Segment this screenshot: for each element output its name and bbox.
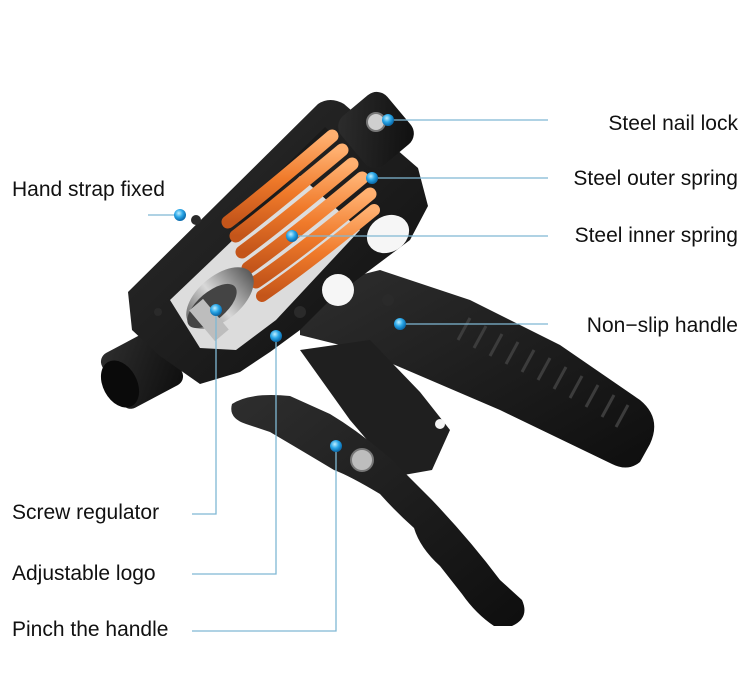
label-non-slip-handle: Non−slip handle	[586, 314, 738, 337]
outer-spring	[221, 126, 380, 302]
label-adjustable-logo: Adjustable logo	[12, 562, 156, 585]
label-steel-inner-spring: Steel inner spring	[574, 224, 738, 247]
gripper-illustration	[100, 91, 655, 626]
marker-dots	[174, 114, 406, 452]
marker-non-slip-handle	[394, 318, 406, 330]
linkage-plate	[300, 340, 450, 476]
marker-hand-strap-fixed	[174, 209, 186, 221]
leader-pinch-the-handle	[192, 446, 337, 632]
frame-holes	[154, 214, 410, 318]
leader-lines	[148, 119, 548, 632]
handle-grip-ridges	[456, 317, 630, 428]
label-screw-regulator: Screw regulator	[12, 501, 160, 524]
marker-steel-nail-lock	[382, 114, 394, 126]
label-hand-strap-fixed: Hand strap fixed	[12, 178, 165, 201]
marker-steel-outer-spring	[366, 172, 378, 184]
marker-steel-inner-spring	[286, 230, 298, 242]
marker-screw-regulator	[210, 304, 222, 316]
pinch-handle	[231, 395, 525, 626]
leader-adjustable-logo	[192, 336, 277, 575]
label-steel-outer-spring: Steel outer spring	[573, 167, 738, 190]
main-handle	[300, 270, 655, 468]
leader-screw-regulator	[192, 310, 217, 515]
label-pinch-the-handle: Pinch the handle	[12, 618, 169, 641]
marker-pinch-the-handle	[330, 440, 342, 452]
marker-adjustable-logo	[270, 330, 282, 342]
label-steel-nail-lock: Steel nail lock	[608, 112, 738, 135]
